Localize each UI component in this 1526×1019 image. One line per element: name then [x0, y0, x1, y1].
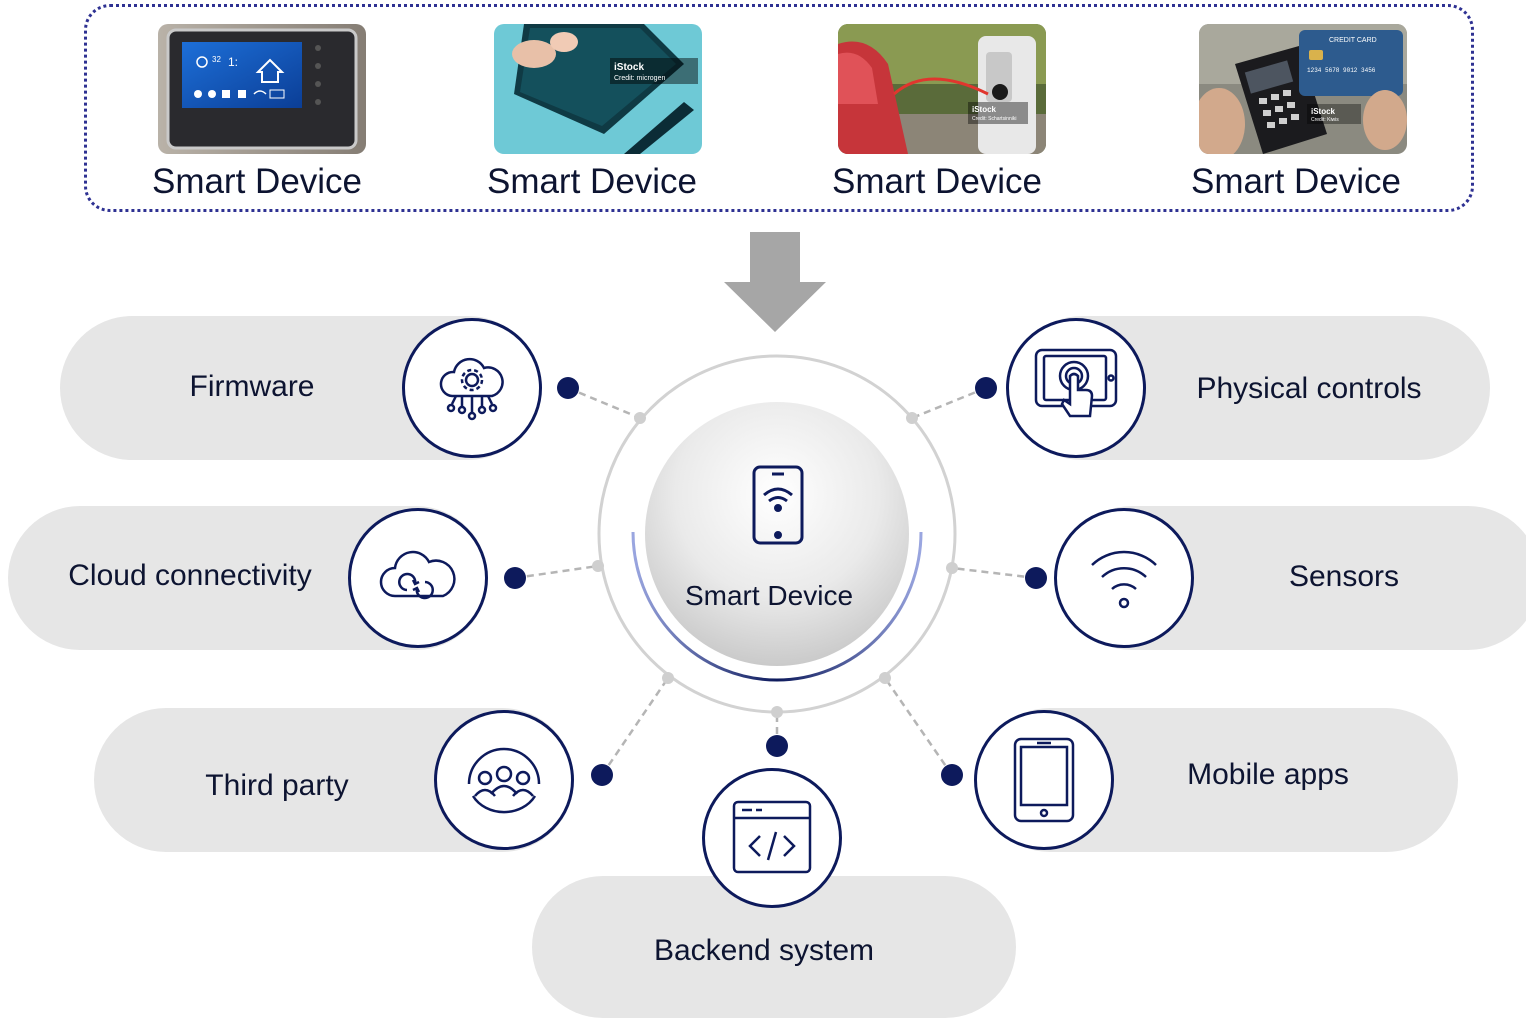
- watermark-credit: Credit: microgen: [614, 75, 665, 82]
- cloud-gear-icon: [439, 357, 504, 421]
- firmware-label: Firmware: [189, 370, 315, 403]
- sensors-node: [1054, 508, 1194, 648]
- touch-panel-icon: [1034, 348, 1118, 418]
- card-label: CREDIT CARD: [1329, 37, 1377, 44]
- mobile-apps-label: Mobile apps: [1187, 758, 1349, 791]
- watermark: iStock: [1311, 107, 1336, 116]
- center-label: Smart Device: [684, 580, 854, 611]
- mobile-apps-node: [974, 710, 1114, 850]
- cloud-sync-icon: [379, 550, 456, 600]
- card-number: 1234 5678 9012 3456: [1307, 67, 1376, 74]
- device-panel: [84, 4, 1474, 212]
- watermark: iStock: [972, 105, 997, 114]
- smart-device-icon: [752, 465, 804, 545]
- watermark: iStock: [614, 62, 644, 73]
- third-party-label: Third party: [205, 769, 349, 802]
- physical-controls-node: [1006, 318, 1146, 458]
- connector-dot: [766, 735, 788, 757]
- cloud-connectivity-label: Cloud connectivity: [68, 559, 312, 592]
- connector-dot: [557, 377, 579, 399]
- firmware-node: [402, 318, 542, 458]
- wifi-icon: [1091, 550, 1157, 609]
- tablet-icon: [1013, 737, 1075, 823]
- physical-controls-label: Physical controls: [1196, 372, 1422, 405]
- smartphone-photo: iStock Credit: microgen: [494, 24, 702, 154]
- thermostat-photo: 32 1:: [158, 24, 366, 154]
- connector-dot: [591, 764, 613, 786]
- center-arc: [631, 531, 923, 682]
- connector-dot: [504, 567, 526, 589]
- code-window-icon: [732, 800, 812, 874]
- people-icon: [467, 747, 541, 814]
- card-terminal-photo: CREDIT CARD 1234 5678 9012 3456 iStock C…: [1199, 24, 1407, 154]
- cloud-connectivity-node: [348, 508, 488, 648]
- connector-dot: [941, 764, 963, 786]
- thermostat-time: 1:: [228, 55, 238, 69]
- device-caption: Smart Device: [486, 162, 698, 201]
- connector-lines: [514, 386, 1037, 776]
- sensors-label: Sensors: [1288, 560, 1400, 593]
- down-arrow-icon: [724, 232, 826, 332]
- ev-charger-photo: iStock Credit: Schartsinniki: [838, 24, 1046, 154]
- ring-junctions: [592, 412, 958, 718]
- connector-dot: [1025, 567, 1047, 589]
- watermark-credit: Credit: Kiwis: [1311, 117, 1339, 123]
- backend-system-label: Backend system: [653, 934, 875, 967]
- third-party-node: [434, 710, 574, 850]
- thermostat-temp: 32: [212, 55, 221, 64]
- watermark-credit: Credit: Schartsinniki: [972, 116, 1016, 122]
- connector-dot: [975, 377, 997, 399]
- device-caption: Smart Device: [831, 162, 1043, 201]
- device-caption: Smart Device: [1190, 162, 1402, 201]
- device-caption: Smart Device: [151, 162, 363, 201]
- backend-system-node: [702, 768, 842, 908]
